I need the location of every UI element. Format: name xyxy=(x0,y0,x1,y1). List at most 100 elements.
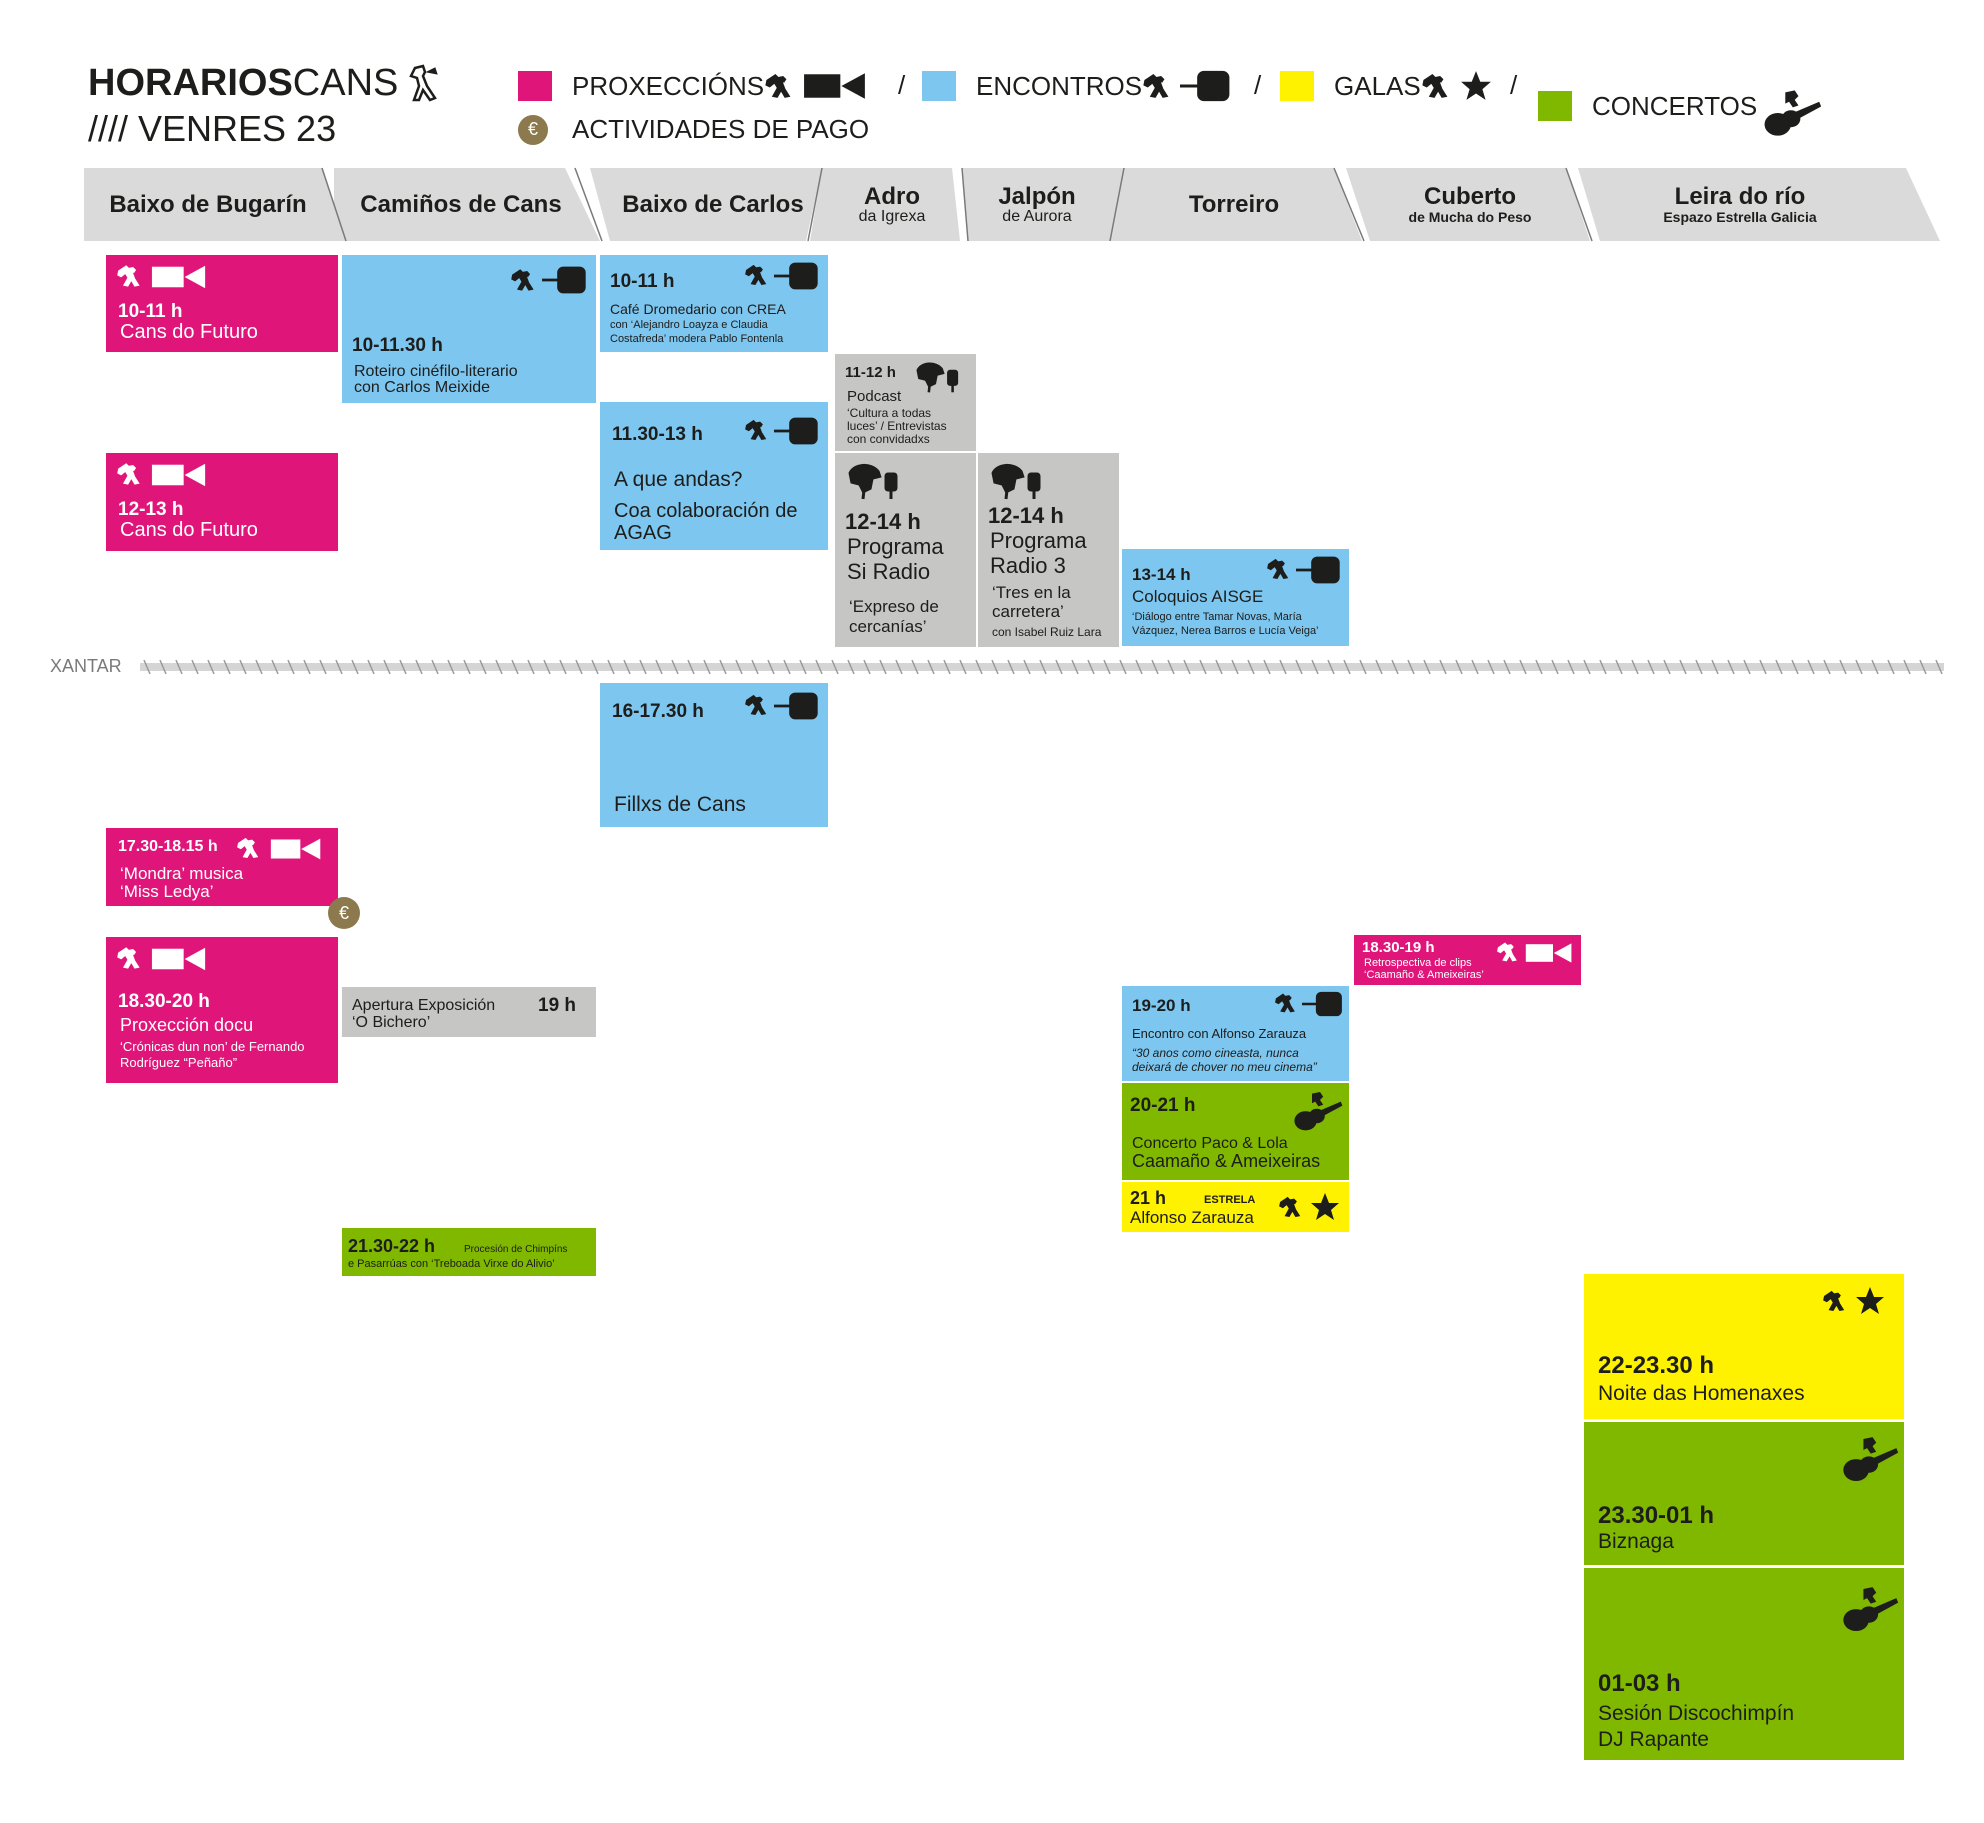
dog-icon xyxy=(1496,939,1526,965)
event-e7[interactable]: 21.30-22 h Procesión de Chimpíns e Pasar… xyxy=(342,1228,596,1276)
event-e12[interactable]: 12-14 h Programa Si Radio ‘Expreso de ce… xyxy=(835,453,976,647)
event-e17[interactable]: 21 h ESTRELA Alfonso Zarauza xyxy=(1122,1182,1349,1232)
event-title: Retrospectiva de clips xyxy=(1364,957,1472,969)
event-e20[interactable]: 23.30-01 h Biznaga xyxy=(1584,1422,1904,1565)
event-title: Encontro con Alfonso Zarauza xyxy=(1132,1026,1307,1041)
event-e18[interactable]: 18.30-19 h Retrospectiva de clips ‘Caama… xyxy=(1354,935,1581,985)
radio-icon xyxy=(986,461,1050,501)
event-title: ‘Mondra’ musica xyxy=(120,864,244,883)
euro-icon: € xyxy=(328,897,360,929)
event-e10[interactable]: 16-17.30 h Fillxs de Cans xyxy=(600,683,828,827)
dog-icon xyxy=(510,265,544,295)
event-e13[interactable]: 12-14 h Programa Radio 3 ‘Tres en la car… xyxy=(978,453,1119,647)
star-icon xyxy=(1310,1192,1340,1222)
event-title: Proxección docu xyxy=(120,1015,254,1035)
legend-swatch xyxy=(922,71,956,101)
xantar-divider xyxy=(140,660,1944,674)
event-e6[interactable]: Apertura Exposición ‘O Bichero’ 19 h xyxy=(342,987,596,1037)
event-e16[interactable]: 20-21 h Concerto Paco & Lola Caamaño & A… xyxy=(1122,1083,1349,1180)
event-time: 21 h xyxy=(1130,1188,1167,1208)
venue-tab-shape xyxy=(1346,168,1590,241)
event-time: 21.30-22 h xyxy=(348,1236,436,1256)
venue-name: Cuberto xyxy=(1424,182,1516,210)
event-e3[interactable]: 17.30-18.15 h ‘Mondra’ musica ‘Miss Ledy… xyxy=(106,828,338,906)
event-title: Si Radio xyxy=(847,559,931,584)
event-e21[interactable]: 01-03 h Sesión Discochimpín DJ Rapante xyxy=(1584,1568,1904,1760)
page-subtitle: //// VENRES 23 xyxy=(88,108,337,149)
event-subtitle: ‘Expreso de xyxy=(849,597,939,616)
event-subtitle: e Pasarrúas con ‘Treboada Virxe do Alivi… xyxy=(348,1258,555,1270)
guitar-icon xyxy=(1288,1089,1344,1135)
event-subtitle: luces’ / Entrevistas xyxy=(847,419,947,433)
event-subtitle: AGAG xyxy=(614,522,672,544)
event-e14[interactable]: 13-14 h Coloquios AISGE ‘Diálogo entre T… xyxy=(1122,549,1349,646)
venue-name: Leira do río xyxy=(1674,182,1806,210)
microphone-icon xyxy=(774,691,820,721)
event-subtitle: ‘O Bichero’ xyxy=(352,1014,431,1031)
legend-swatch xyxy=(1280,71,1314,101)
event-time: 22-23.30 h xyxy=(1598,1352,1715,1379)
event-e1[interactable]: 10-11 h Cans do Futuro xyxy=(106,255,338,352)
event-title: Procesión de Chimpíns xyxy=(464,1244,568,1255)
event-time: 18.30-19 h xyxy=(1362,939,1435,956)
event-e15[interactable]: 19-20 h Encontro con Alfonso Zarauza “30… xyxy=(1122,986,1349,1081)
event-e11[interactable]: 11-12 h Podcast ‘Cultura a todas luces’ … xyxy=(835,354,976,451)
event-subtitle: con Carlos Meixide xyxy=(354,379,491,396)
event-subtitle: deixará de chover no meu cinema” xyxy=(1132,1060,1317,1074)
event-subtitle: ‘Miss Ledya’ xyxy=(120,882,214,901)
dog-icon xyxy=(744,691,776,719)
event-subtitle: Caamaño & Ameixeiras xyxy=(1132,1151,1321,1171)
event-e5[interactable]: 10-11.30 h Roteiro cinéfilo-literario co… xyxy=(342,255,596,403)
event-time: 10-11 h xyxy=(118,301,183,322)
venue-name: Baixo de Carlos xyxy=(622,190,804,218)
venue-tab-shape xyxy=(962,168,1124,241)
event-subtitle: Costafreda’ modera Pablo Fontenla xyxy=(610,333,784,345)
event-tag: ESTRELA xyxy=(1204,1194,1256,1206)
event-title: Alfonso Zarauza xyxy=(1130,1208,1254,1227)
microphone-icon xyxy=(774,416,820,446)
event-title: Apertura Exposición xyxy=(352,997,496,1014)
event-time: 11-12 h xyxy=(845,364,896,381)
microphone-icon xyxy=(542,265,588,295)
event-title: Café Dromedario con CREA xyxy=(610,301,786,317)
event-time: 11.30-13 h xyxy=(612,424,703,445)
event-e8[interactable]: 10-11 h Café Dromedario con CREA con ‘Al… xyxy=(600,255,828,352)
venue-name: Baixo de Bugarín xyxy=(109,190,307,218)
event-time: 10-11 h xyxy=(610,271,675,292)
venue-tab-shape xyxy=(1578,168,1940,241)
event-subtitle: con ‘Alejandro Loayza e Claudia xyxy=(610,319,768,331)
legend-proxeccions: PROXECCIÓNS xyxy=(518,70,868,102)
event-time: 12-13 h xyxy=(118,499,184,520)
dog-icon xyxy=(116,261,150,291)
event-subtitle: Vázquez, Nerea Barros e Lucía Veiga’ xyxy=(1132,625,1319,637)
dog-icon xyxy=(116,459,150,489)
event-time: 17.30-18.15 h xyxy=(118,838,218,855)
event-time: 10-11.30 h xyxy=(352,335,443,356)
event-time: 23.30-01 h xyxy=(1598,1502,1715,1529)
event-e19[interactable]: 22-23.30 h Noite das Homenaxes xyxy=(1584,1274,1904,1419)
event-title: Cans do Futuro xyxy=(120,321,258,343)
event-subtitle: con convidadxs xyxy=(847,432,930,446)
venue-baixo-de-carlos: Baixo de Carlos xyxy=(600,168,826,241)
event-title: Programa xyxy=(990,528,1087,553)
event-time: 01-03 h xyxy=(1598,1670,1681,1697)
event-e9[interactable]: 11.30-13 h A que andas? Coa colaboración… xyxy=(600,402,828,550)
euro-icon: € xyxy=(518,114,548,145)
dog-icon xyxy=(744,261,776,289)
event-time: 16-17.30 h xyxy=(612,701,704,722)
event-e4[interactable]: 18.30-20 h Proxección docu ‘Crónicas dun… xyxy=(106,937,338,1083)
event-title: Podcast xyxy=(847,388,902,405)
event-subtitle: ‘Cultura a todas xyxy=(847,406,932,420)
venue-tab-shape xyxy=(1112,168,1362,241)
event-title: Roteiro cinéfilo-literario xyxy=(354,363,518,380)
venue-name: Camiños de Cans xyxy=(360,190,562,218)
venue-sub: da Igrexa xyxy=(858,207,926,225)
legend-label: PROXECCIÓNS xyxy=(572,70,765,101)
event-title: Cans do Futuro xyxy=(120,519,258,541)
venue-tab-shape xyxy=(334,168,600,241)
event-e2[interactable]: 12-13 h Cans do Futuro xyxy=(106,453,338,551)
venue-name: Adro xyxy=(864,182,920,210)
event-title: Noite das Homenaxes xyxy=(1598,1382,1805,1405)
dog-icon xyxy=(236,834,268,862)
